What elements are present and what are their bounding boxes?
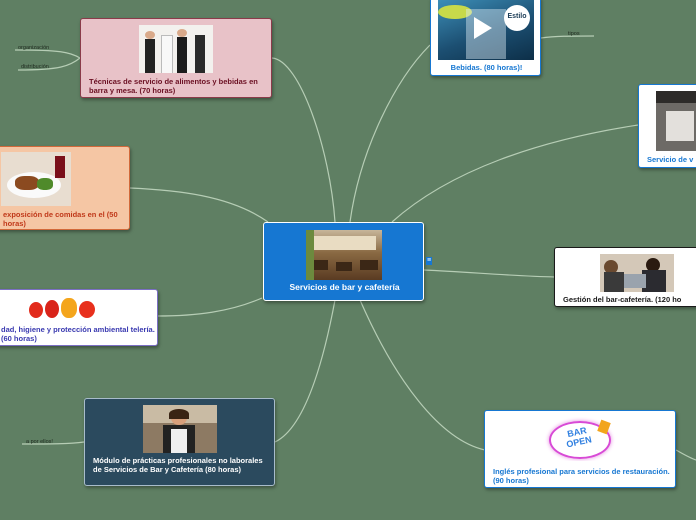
play-icon[interactable] (474, 17, 492, 39)
topic-practicas[interactable]: Módulo de prácticas profesionales no lab… (84, 398, 275, 486)
bar-open-sign-image: BAR OPEN (543, 417, 617, 461)
central-topic[interactable]: Servicios de bar y cafetería (263, 222, 424, 301)
topic-seguridad[interactable]: dad, higiene y protección ambiental tele… (0, 289, 158, 346)
link-ingles (359, 299, 486, 451)
topic-servicio-vinos-title: Servicio de v (647, 155, 694, 164)
link-tipos (540, 35, 595, 39)
topic-servicio-vinos[interactable]: Servicio de v (638, 84, 696, 168)
barista-image (143, 405, 217, 453)
link-vinos (391, 124, 639, 223)
topic-gestion-title: Gestión del bar-cafetería. (120 ho (563, 295, 682, 304)
label-tipos[interactable]: tipos (568, 31, 580, 37)
waiters-image (139, 25, 213, 73)
topic-exposicion-title: exposición de comidas en el (50 horas) (3, 210, 118, 228)
link-ingles-out (675, 449, 696, 461)
link-gestion (423, 269, 556, 278)
topic-practicas-title: Módulo de prácticas profesionales no lab… (93, 456, 263, 474)
food-plate-image (1, 152, 71, 206)
topic-ingles-title: Inglés profesional para servicios de res… (493, 467, 670, 485)
link-bebidas (349, 44, 431, 223)
link-a-por-ellos (21, 441, 85, 445)
menu-icon[interactable]: ≡ (426, 257, 432, 265)
central-title: Servicios de bar y cafetería (289, 282, 400, 292)
topic-bebidas[interactable]: Estilo Bebidas. (80 horas)! (430, 0, 541, 76)
topic-tecnicas[interactable]: Técnicas de servicio de alimentos y bebi… (80, 18, 272, 98)
link-practicas (274, 299, 336, 443)
laptop-team-image (600, 254, 674, 292)
label-a-por-ellos[interactable]: a por ellos! (26, 439, 53, 445)
drink-video-thumbnail: Estilo (438, 0, 534, 60)
topic-tecnicas-title: Técnicas de servicio de alimentos y bebi… (89, 77, 258, 95)
topic-ingles[interactable]: BAR OPEN Inglés profesional para servici… (484, 410, 676, 488)
estilo-logo: Estilo (504, 5, 530, 31)
wine-image (656, 91, 696, 151)
link-organizacion (14, 49, 81, 59)
label-distribucion[interactable]: distribución (21, 64, 49, 70)
cafe-interior-image (306, 230, 382, 280)
topic-gestion[interactable]: Gestión del bar-cafetería. (120 ho (554, 247, 696, 307)
topic-seguridad-title: dad, higiene y protección ambiental tele… (1, 325, 155, 343)
peppers-image (25, 296, 101, 322)
topic-exposicion[interactable]: exposición de comidas en el (50 horas) (0, 146, 130, 230)
label-organizacion[interactable]: organización (18, 45, 50, 51)
link-tecnicas (271, 57, 336, 223)
link-exposicion (129, 187, 269, 223)
link-distribucion (17, 57, 81, 71)
link-seguridad (157, 297, 263, 317)
topic-bebidas-title: Bebidas. (80 horas)! (450, 63, 523, 72)
